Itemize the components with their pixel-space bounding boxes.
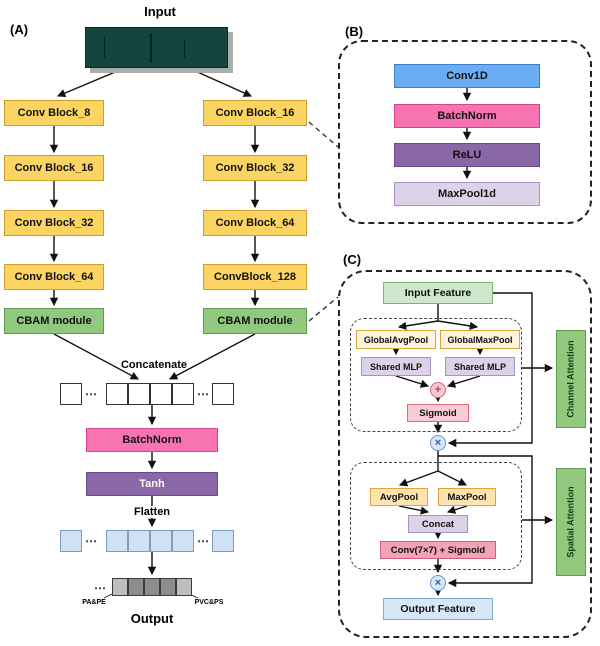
flatten-cell (212, 530, 234, 552)
panel-c-border (338, 270, 592, 638)
output-feature-block: Output Feature (383, 598, 493, 620)
concat-cell (172, 383, 194, 405)
ellipsis: ⋯ (85, 387, 98, 401)
class-label-left: PA&PE (82, 599, 106, 606)
flatten-cell (60, 530, 82, 552)
input-feature-block: Input Feature (383, 282, 493, 304)
concat-cell (60, 383, 82, 405)
conv-block-right-3: Conv Block_64 (203, 210, 307, 236)
panel-a-label: (A) (10, 22, 29, 37)
conv1d-block: Conv1D (394, 64, 540, 88)
maxpool1d-block: MaxPool1d (394, 182, 540, 206)
output-cell (144, 578, 160, 596)
cbam-module-left: CBAM module (4, 308, 104, 334)
input-title: Input (144, 4, 176, 19)
ellipsis: ⋯ (197, 387, 210, 401)
spatial-attention-text: Spatial Attention (566, 486, 577, 558)
panel-b-label: (B) (345, 24, 364, 39)
conv-block-left-4: Conv Block_64 (4, 264, 104, 290)
ellipsis: ⋯ (85, 534, 98, 548)
ellipsis: ⋯ (94, 581, 107, 595)
relu-block: ReLU (394, 143, 540, 167)
signal-spike (104, 36, 105, 58)
input-signal-image (85, 27, 228, 68)
sigmoid-block: Sigmoid (407, 404, 469, 422)
shared-mlp-left-block: Shared MLP (361, 357, 431, 376)
elementwise-multiply-circle-2: × (430, 575, 446, 591)
elementwise-add-circle: + (430, 382, 446, 398)
batchnorm-block-b: BatchNorm (394, 104, 540, 128)
channel-attention-box (350, 318, 522, 432)
output-cell (160, 578, 176, 596)
avg-pool-block: AvgPool (370, 488, 428, 506)
output-cell (112, 578, 128, 596)
flatten-cell (128, 530, 150, 552)
panel-b-border (338, 40, 592, 224)
concat-cell (106, 383, 128, 405)
concatenate-label: Concatenate (120, 359, 188, 371)
max-pool-block: MaxPool (438, 488, 496, 506)
conv-block-left-2: Conv Block_16 (4, 155, 104, 181)
global-max-pool-block: GlobalMaxPool (440, 330, 520, 349)
cbam-module-right: CBAM module (203, 308, 307, 334)
signal-spike (150, 33, 152, 63)
shared-mlp-right-block: Shared MLP (445, 357, 515, 376)
conv-block-right-4: ConvBlock_128 (203, 264, 307, 290)
panel-c-label: (C) (343, 252, 362, 267)
flatten-cell (150, 530, 172, 552)
output-cell (176, 578, 192, 596)
conv7x7-sigmoid-block: Conv(7×7) + Sigmoid (380, 541, 496, 559)
conv-block-left-1: Conv Block_8 (4, 100, 104, 126)
tanh-block: Tanh (86, 472, 218, 496)
signal-spike (184, 40, 185, 58)
class-label-right: PVC&PS (194, 599, 224, 606)
elementwise-multiply-circle-1: × (430, 435, 446, 451)
flatten-cell (172, 530, 194, 552)
global-avg-pool-block: GlobalAvgPool (356, 330, 436, 349)
output-title: Output (130, 611, 174, 626)
conv-block-right-1: Conv Block_16 (203, 100, 307, 126)
concat-cell (212, 383, 234, 405)
channel-attention-text: Channel Attention (566, 340, 577, 418)
ellipsis: ⋯ (197, 534, 210, 548)
concat-cell (128, 383, 150, 405)
flatten-label: Flatten (126, 506, 178, 518)
output-cell (128, 578, 144, 596)
spatial-attention-label: Spatial Attention (556, 468, 586, 576)
conv-block-left-3: Conv Block_32 (4, 210, 104, 236)
concat-cell (150, 383, 172, 405)
flatten-cell (106, 530, 128, 552)
channel-attention-label: Channel Attention (556, 330, 586, 428)
spatial-attention-box (350, 462, 522, 570)
concat-block: Concat (408, 515, 468, 533)
conv-block-right-2: Conv Block_32 (203, 155, 307, 181)
batchnorm-block: BatchNorm (86, 428, 218, 452)
